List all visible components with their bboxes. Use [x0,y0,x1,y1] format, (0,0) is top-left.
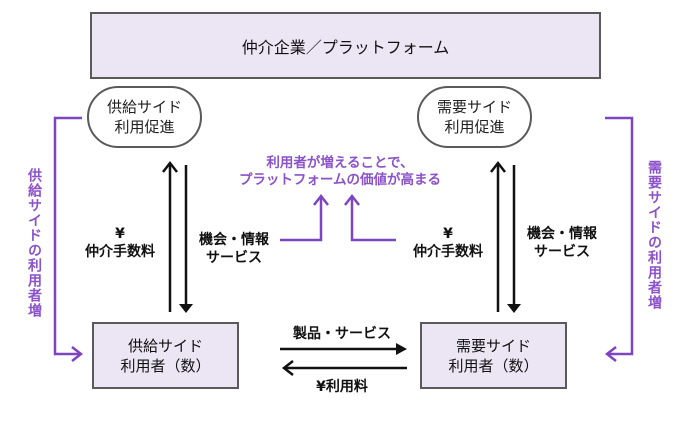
platform-title: 仲介企業／プラットフォーム [241,37,450,57]
demand-fee-text: 仲介手数料 [413,244,483,260]
demand-promotion-line1: 需要サイド [436,98,512,116]
yen-symbol: ¥ [443,226,453,242]
demand-users-line2: 利用者（数） [448,356,539,375]
supply-users-box: 供給サイド 利用者（数） [92,322,239,389]
network-effect-arrow-right [344,193,396,242]
supply-promotion-line1: 供給サイド [106,98,182,116]
supply-fee-text: 仲介手数料 [85,244,155,260]
usage-fee-label: ¥利用料 [316,379,368,395]
network-effect-arrow-left [280,193,329,242]
demand-service-label: 機会・情報 サービス [518,225,606,261]
supply-fee-arrow-up [162,160,178,312]
product-service-arrow [280,343,407,355]
demand-users-line1: 需要サイド [455,336,531,355]
network-effect-line1: 利用者が増えることで、 [266,155,414,171]
demand-users-box: 需要サイド 利用者（数） [420,322,567,389]
network-effect-caption: 利用者が増えることで、 プラットフォームの価値が高まる [205,155,475,189]
platform-box: 仲介企業／プラットフォーム [90,12,601,79]
demand-fee-arrow-up [490,160,506,312]
demand-promotion-pill: 需要サイド 利用促進 [417,86,532,148]
demand-fee-label: ¥ 仲介手数料 [402,225,494,261]
supply-promotion-line2: 利用促進 [114,118,175,136]
demand-service-line2: サービス [534,244,590,260]
demand-promotion-line2: 利用促進 [444,118,505,136]
demand-service-arrow-down [507,165,521,313]
supply-growth-label: 供給サイドの利用者増 [26,168,42,318]
product-service-label: 製品・サービス [293,326,391,342]
demand-growth-bracket [604,116,634,362]
supply-users-line1: 供給サイド [127,336,203,355]
supply-growth-bracket [53,116,84,362]
demand-growth-label: 需要サイドの利用者増 [646,160,662,310]
supply-service-line2: サービス [206,250,262,266]
supply-fee-label: ¥ 仲介手数料 [74,225,166,261]
supply-service-arrow-down [179,165,193,313]
supply-users-line2: 利用者（数） [120,356,211,375]
supply-promotion-pill: 供給サイド 利用促進 [87,86,202,148]
usage-fee-arrow [281,360,407,376]
supply-service-line1: 機会・情報 [199,232,269,248]
yen-symbol: ¥ [115,226,125,242]
network-effect-line2: プラットフォームの価値が高まる [238,172,442,188]
demand-service-line1: 機会・情報 [527,226,597,242]
supply-service-label: 機会・情報 サービス [190,231,278,267]
